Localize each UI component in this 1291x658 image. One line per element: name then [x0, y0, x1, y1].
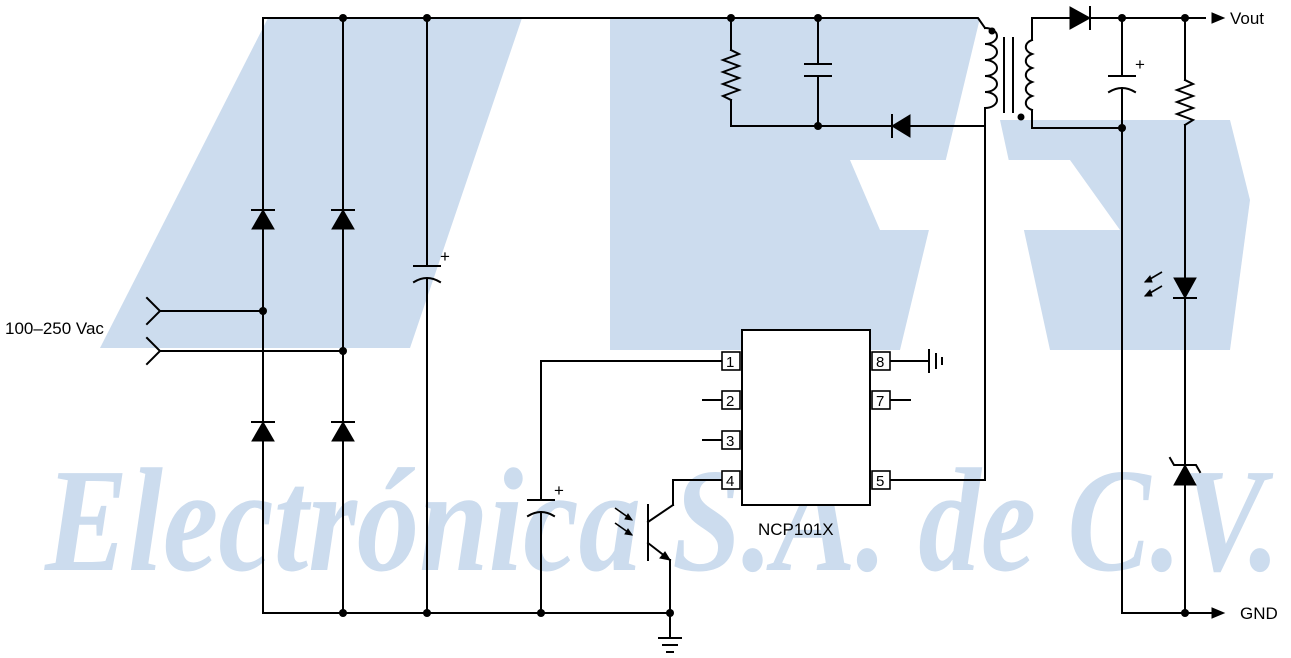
- ic-pin-3: 3: [726, 433, 734, 450]
- capacitor-plus-mark: +: [554, 481, 564, 500]
- diode-icon: [251, 209, 275, 230]
- junction-dots: [259, 14, 1189, 617]
- gnd-arrow-icon: [1211, 607, 1226, 619]
- diode-icon: [1069, 6, 1092, 30]
- ic-pin-7: 7: [876, 393, 884, 410]
- capacitor-plus-mark: +: [440, 247, 450, 266]
- watermark-shape-right-outer: [1000, 120, 1250, 350]
- ic-pin-8: 8: [876, 354, 884, 371]
- capacitor-plus-mark: +: [1135, 55, 1145, 74]
- resistor-icon: [1174, 78, 1196, 127]
- vout-label: Vout: [1230, 9, 1264, 28]
- watermark-text: Electrónica S.A. de C.V.: [43, 439, 1280, 603]
- vcc-capacitor-icon: [526, 499, 556, 518]
- diode-icon: [331, 421, 355, 442]
- phototransistor-icon: [614, 503, 675, 562]
- ic-pin-4: 4: [726, 473, 734, 490]
- ic-pin-5: 5: [876, 473, 884, 490]
- ground-icon: [928, 349, 943, 373]
- ic-pin-1: 1: [726, 354, 734, 371]
- gnd-label: GND: [1240, 604, 1278, 623]
- transformer-icon: [983, 26, 1035, 121]
- diode-icon: [891, 114, 911, 138]
- bridge-rectifier: [251, 209, 355, 442]
- wires: [159, 17, 1216, 639]
- zener-diode-icon: [1168, 456, 1202, 486]
- ac-input-label: 100–250 Vac: [5, 319, 104, 338]
- output-capacitor-icon: [1107, 75, 1137, 94]
- resistor-icon: [720, 48, 742, 102]
- diode-icon: [251, 421, 275, 442]
- ic-pin-2: 2: [726, 393, 734, 410]
- ic-name-label: NCP101X: [758, 520, 834, 539]
- vout-arrow-icon: [1211, 12, 1226, 24]
- led-icon: [1143, 271, 1197, 300]
- ground-icon: [658, 637, 682, 653]
- ic-ncp101x: 1 2 3 4 5 7 8: [721, 329, 891, 506]
- bulk-capacitor-icon: [412, 265, 442, 284]
- watermark-shape-left: [100, 18, 522, 348]
- capacitor-icon: [804, 63, 832, 77]
- ac-input-connector: [145, 296, 162, 366]
- watermark-shape-mid: [610, 18, 980, 350]
- diode-icon: [331, 209, 355, 230]
